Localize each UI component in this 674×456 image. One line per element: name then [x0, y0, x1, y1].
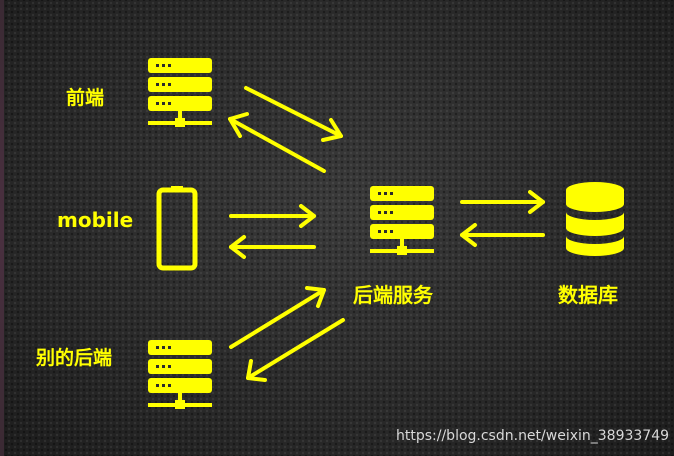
backend-service-label: 后端服务 — [353, 283, 434, 307]
arrow-mobile-backend — [229, 204, 316, 259]
other-backend-label: 别的后端 — [35, 346, 112, 369]
arrow-frontend-backend — [228, 86, 343, 173]
server-icon — [148, 58, 212, 127]
arrow-other-backend-backend — [229, 286, 345, 382]
frontend-label: 前端 — [66, 86, 104, 109]
database-icon — [566, 182, 624, 256]
window-edge — [0, 0, 4, 456]
mobile-label: mobile — [57, 208, 133, 232]
database-label: 数据库 — [558, 283, 618, 307]
arrow-backend-database — [460, 190, 545, 247]
server-icon — [370, 186, 434, 255]
phone-icon — [156, 186, 198, 271]
server-icon — [148, 340, 212, 409]
backend-service-node: 后端服务 — [353, 186, 434, 307]
database-node: 数据库 — [558, 182, 624, 307]
other-backend-node: 别的后端 — [35, 340, 212, 409]
frontend-node: 前端 — [66, 58, 212, 127]
watermark-url: https://blog.csdn.net/weixin_38933749 — [396, 428, 670, 444]
mobile-node: mobile — [57, 186, 198, 271]
